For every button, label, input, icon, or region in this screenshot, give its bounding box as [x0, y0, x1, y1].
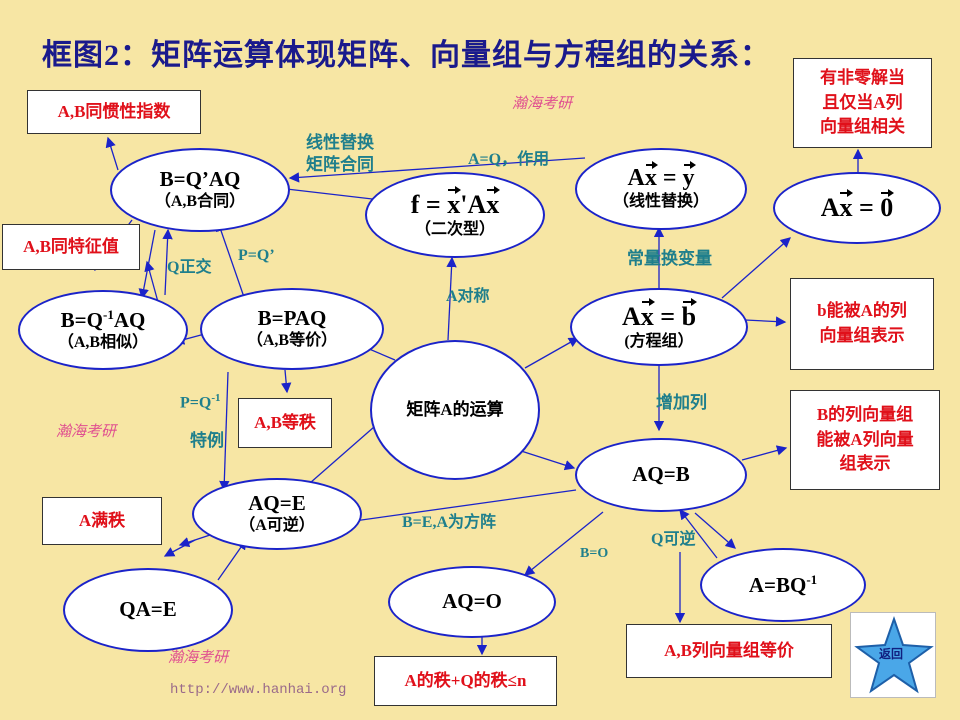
- equivalent-formula: B=PAQ: [257, 306, 327, 330]
- homogeneous-node: Ax = 0: [773, 172, 941, 244]
- nonzero-solution-box: 有非零解当 且仅当A列 向量组相关: [793, 58, 932, 148]
- congruent-caption: （A,B合同）: [154, 193, 246, 211]
- label-p-qinv: P=Q-1: [180, 370, 221, 414]
- similar-node: B=Q-1AQ （A,B相似）: [18, 290, 188, 370]
- label-q-orthogonal: Q正交: [167, 259, 212, 276]
- equivalent-caption: （A,B等价）: [246, 332, 338, 350]
- quadratic-lhs: f: [410, 189, 420, 219]
- a-bq-formula: A=BQ-1: [749, 572, 817, 598]
- b-linear-comb-box: b能被A的列 向量组表示: [790, 278, 934, 370]
- label-constant-sub: 常量换变量: [627, 249, 712, 268]
- a-bq-sup: -1: [806, 571, 818, 587]
- system-equals: =: [660, 301, 676, 331]
- label-linear-substitution: 线性替换 矩阵合同: [306, 133, 374, 175]
- quadratic-x-vector: x: [447, 185, 462, 219]
- homog-equals: =: [858, 193, 874, 222]
- watermark-1: 瀚海考研: [512, 96, 573, 112]
- quadratic-caption: （二次型）: [414, 220, 495, 238]
- linear-substitution-node: Ax = y （线性替换）: [575, 148, 747, 230]
- homog-x-vector: x: [839, 189, 854, 222]
- qa-e-node: QA=E: [63, 568, 233, 652]
- eigenvalue-box: A,B同特征值: [2, 224, 140, 270]
- watermark-3: 瀚海考研: [168, 650, 229, 666]
- homog-zero-vector: 0: [880, 189, 895, 222]
- a-bq-node: A=BQ-1: [700, 548, 866, 622]
- linear-sub-y-vector: y: [682, 161, 696, 192]
- label-q-invertible: Q可逆: [651, 531, 696, 548]
- invertible-formula: AQ=E: [248, 491, 306, 515]
- homog-a: A: [820, 193, 840, 222]
- quadratic-formula: f = x'Ax: [410, 185, 501, 220]
- site-url: http://www.hanhai.org: [170, 682, 347, 698]
- equivalent-node: B=PAQ （A,B等价）: [200, 288, 384, 370]
- congruent-node: B=Q’AQ （A,B合同）: [110, 148, 290, 232]
- aq-o-node: AQ=O: [388, 566, 556, 638]
- linear-sub-x-vector: x: [644, 161, 658, 192]
- a-bq-main: A=BQ: [748, 572, 807, 597]
- label-add-column: 增加列: [656, 393, 707, 412]
- aq-b-node: AQ=B: [575, 438, 747, 512]
- invertible-caption: （A可逆）: [239, 517, 315, 535]
- full-rank-box: A满秩: [42, 497, 162, 545]
- label-special-case: 特例: [190, 431, 224, 450]
- column-equiv-box: A,B列向量组等价: [626, 624, 832, 678]
- label-b-e-square: B=E,A为方阵: [402, 514, 497, 531]
- linear-sub-equals: =: [662, 165, 677, 192]
- quadratic-equals: =: [425, 189, 441, 219]
- equal-rank-box: A,B等秩: [238, 398, 332, 448]
- label-a-symmetric: A对称: [446, 288, 490, 305]
- qa-e-formula: QA=E: [119, 597, 177, 622]
- similar-caption: （A,B相似）: [57, 333, 149, 351]
- linear-sub-formula: Ax = y: [627, 161, 696, 192]
- inertia-box: A,B同惯性指数: [27, 90, 201, 134]
- homogeneous-formula: Ax = 0: [820, 189, 895, 223]
- center-label: 矩阵A的运算: [406, 399, 504, 419]
- page-title: 框图2：矩阵运算体现矩阵、向量组与方程组的关系：: [42, 39, 771, 72]
- aq-o-formula: AQ=O: [442, 589, 502, 614]
- label-p-qinv-pre: P=Q: [180, 394, 212, 412]
- system-a: A: [621, 301, 641, 331]
- rank-sum-box: A的秩+Q的秩≤n: [374, 656, 557, 706]
- invertible-node: AQ=E （A可逆）: [192, 478, 362, 550]
- linear-sub-caption: （线性替换）: [612, 193, 709, 211]
- similar-pre: B=Q: [60, 307, 103, 332]
- label-b-o: B=O: [580, 546, 609, 561]
- return-button[interactable]: 返回: [850, 612, 936, 698]
- label-p-qinv-sup: -1: [211, 391, 221, 404]
- linear-sub-a: A: [627, 165, 645, 192]
- return-label: 返回: [879, 647, 904, 661]
- system-b-vector: b: [681, 297, 698, 331]
- label-a-q-use: A=Q，作用: [468, 151, 550, 168]
- quadratic-form-node: f = x'Ax （二次型）: [365, 172, 545, 258]
- similar-post: AQ: [113, 307, 146, 332]
- similar-formula: B=Q-1AQ: [61, 307, 146, 333]
- quadratic-mid: 'A: [460, 189, 487, 219]
- system-caption: (方程组）: [624, 332, 694, 350]
- quadratic-x-vector-2: x: [486, 185, 501, 219]
- system-node: Ax = b (方程组）: [570, 288, 748, 366]
- watermark-2: 瀚海考研: [56, 424, 117, 440]
- label-p-qt: P=Q’: [238, 247, 275, 264]
- center-node: 矩阵A的运算: [370, 340, 540, 480]
- system-formula: Ax = b: [621, 297, 698, 332]
- aq-b-formula: AQ=B: [632, 462, 690, 487]
- congruent-formula: B=Q’AQ: [159, 167, 241, 191]
- star-icon: [854, 615, 934, 694]
- similar-sup: -1: [102, 306, 114, 322]
- b-columns-box: B的列向量组 能被A列向量 组表示: [790, 390, 940, 490]
- system-x-vector: x: [640, 297, 655, 331]
